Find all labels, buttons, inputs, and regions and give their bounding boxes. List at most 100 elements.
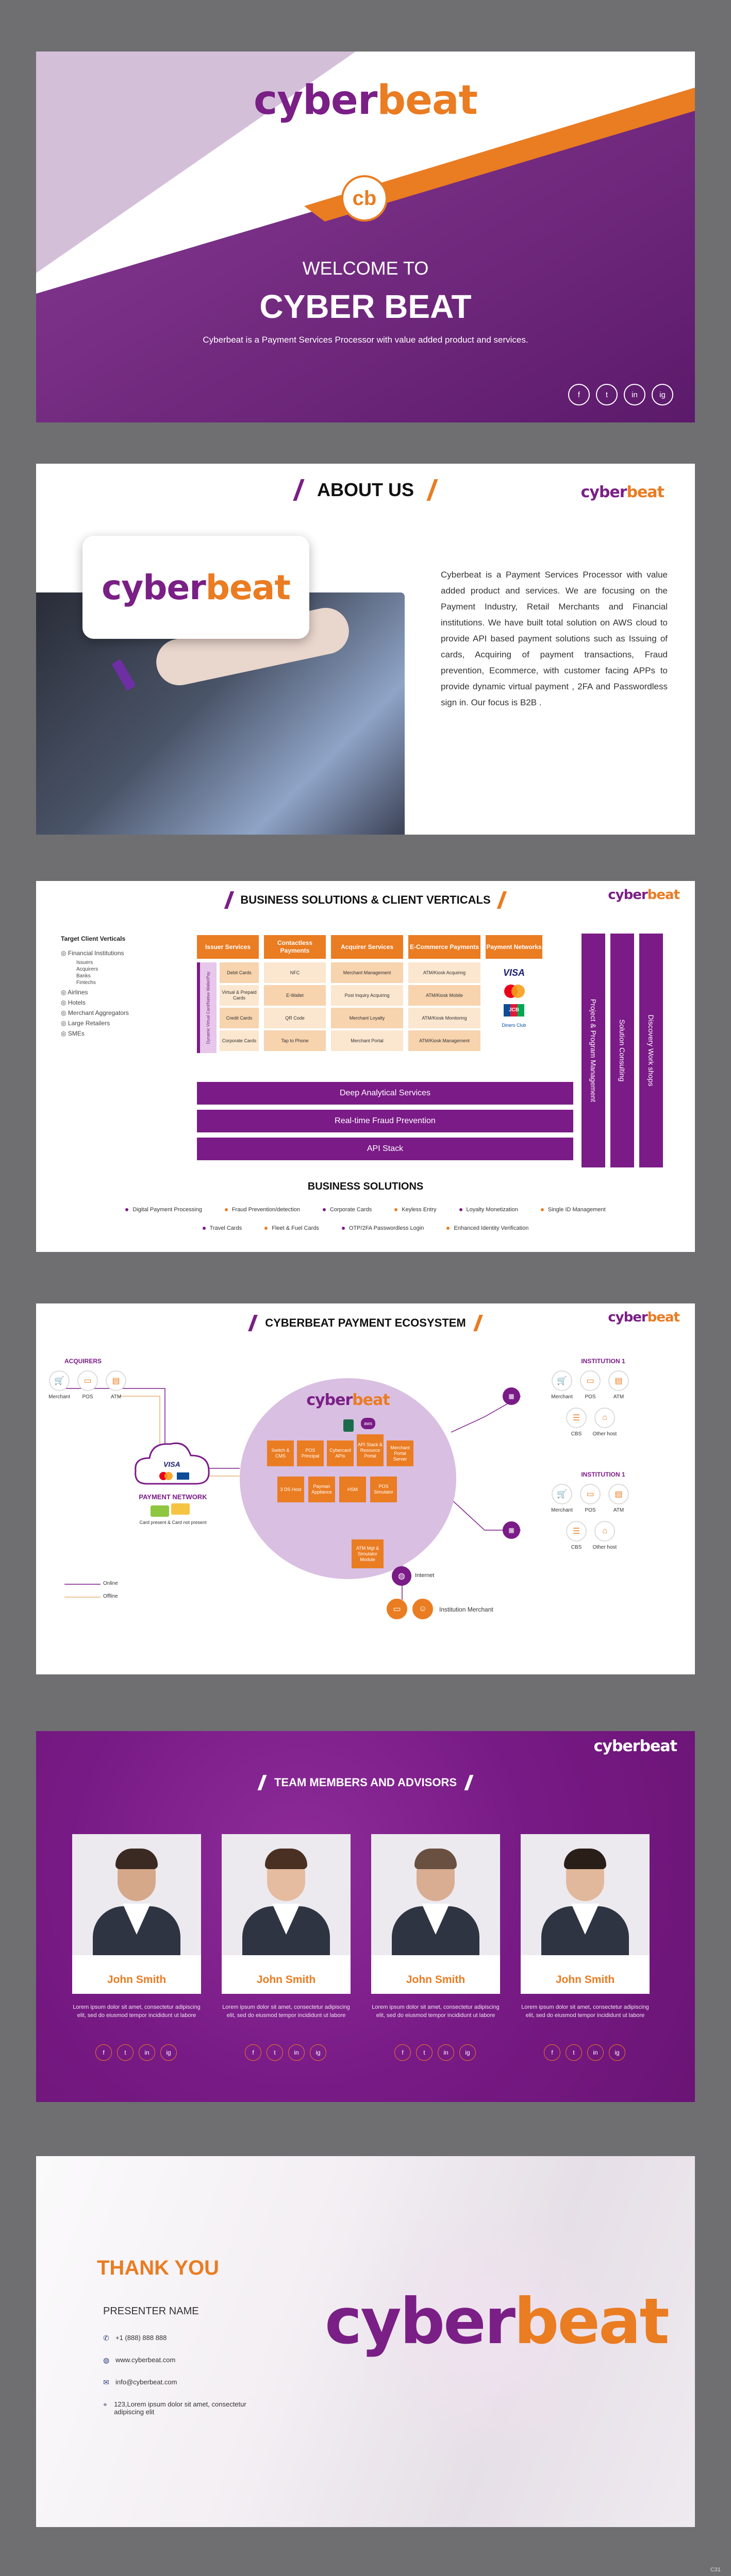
slide-team: cyberbeat TEAM MEMBERS AND ADVISORS John… — [36, 1731, 695, 2102]
laptop-icon: ▭ — [387, 1599, 407, 1619]
instagram-icon[interactable]: ig — [652, 384, 673, 405]
about-body: Cyberbeat is a Payment Services Processo… — [441, 570, 668, 707]
card-icon — [151, 1505, 169, 1517]
vertical-subitem: Acquirers — [76, 967, 98, 972]
instagram-icon[interactable]: ig — [609, 2044, 625, 2061]
facebook-icon[interactable]: f — [95, 2044, 112, 2061]
phone-icon: ✆ — [103, 2334, 109, 2342]
payment-networks: VISA JCB Diners Club — [486, 962, 542, 1053]
hero-title: CYBER BEAT — [259, 288, 472, 325]
institution-item-icon: ▭ — [580, 1484, 601, 1504]
slide-welcome: cyberbeat cb WELCOME TO CYBER BEAT Cyber… — [36, 52, 695, 422]
side-label-bar: Dynamic Virtual Card/Native Wallet/Pay — [197, 962, 217, 1053]
heading-slash-icon — [257, 1775, 267, 1790]
contact-address: ⌖123,Lorem ipsum dolor sit amet, consect… — [103, 2400, 246, 2416]
bs-item: Corporate Cards — [323, 1207, 372, 1213]
bs-item: Single ID Management — [541, 1207, 606, 1213]
institution-item-icon: 🛒 — [552, 1484, 572, 1504]
slide-thank-you: THANK YOU PRESENTER NAME ✆+1 (888) 888 8… — [36, 2156, 695, 2527]
presenter-name: PRESENTER NAME — [103, 2306, 199, 2317]
bs-item: Travel Cards — [203, 1225, 242, 1231]
facebook-icon[interactable]: f — [394, 2044, 411, 2061]
pos-icon: ▭ — [77, 1370, 98, 1391]
vertical-bar: Solution Consulting — [610, 934, 634, 1167]
member-name: John Smith — [256, 1973, 316, 1986]
linkedin-icon[interactable]: in — [587, 2044, 604, 2061]
twitter-icon[interactable]: t — [566, 2044, 582, 2061]
card-note: Card present & Card not present — [139, 1520, 207, 1525]
hair-shape — [414, 1849, 457, 1869]
column-header: Issuer Services — [197, 935, 259, 959]
fraud-band: Real-time Fraud Prevention — [197, 1110, 573, 1132]
linkedin-icon[interactable]: in — [624, 384, 645, 405]
member-photo — [222, 1834, 351, 1955]
vertical-subitem: Fintechs — [76, 980, 96, 986]
eco-heading: CYBERBEAT PAYMENT ECOSYSTEM — [36, 1315, 695, 1331]
member-description: Lorem ipsum dolor sit amet, consectetur … — [521, 2004, 649, 2019]
instagram-icon[interactable]: ig — [310, 2044, 326, 2061]
member-description: Lorem ipsum dolor sit amet, consectetur … — [372, 2004, 500, 2019]
twitter-icon[interactable]: t — [267, 2044, 283, 2061]
contact-email[interactable]: ✉info@cyberbeat.com — [103, 2378, 177, 2386]
institution-item-label: Merchant — [551, 1507, 573, 1513]
institution-item-label: POS — [585, 1507, 596, 1513]
institution-item-label: Other host — [592, 1431, 617, 1437]
visa-logo: VISA — [503, 968, 525, 978]
acq-item-label: ATM — [110, 1394, 122, 1400]
member-card: John Smith — [72, 1834, 201, 1994]
vertical-subitem: Banks — [76, 973, 91, 979]
jcb-logo: JCB — [504, 1004, 524, 1016]
bs-item: Keyless Entry — [394, 1207, 436, 1213]
page-number: C31 — [710, 2567, 721, 2573]
legend-online: Online — [103, 1581, 118, 1586]
slide-ecosystem: CYBERBEAT PAYMENT ECOSYSTEM cyberbeat AC… — [36, 1303, 695, 1674]
hero-background — [36, 52, 695, 422]
core-module: Switch & CMS — [267, 1440, 294, 1466]
grid-cell: Virtual & Prepaid Cards — [220, 985, 259, 1006]
linkedin-icon[interactable]: in — [288, 2044, 305, 2061]
heading-slash-icon — [426, 479, 439, 501]
linkedin-icon[interactable]: in — [139, 2044, 155, 2061]
instagram-icon[interactable]: ig — [459, 2044, 476, 2061]
acq-item-label: Merchant — [48, 1394, 70, 1400]
facebook-icon[interactable]: f — [544, 2044, 560, 2061]
member-name: John Smith — [406, 1973, 466, 1986]
institution-item-icon: 🛒 — [552, 1370, 572, 1391]
instagram-icon[interactable]: ig — [160, 2044, 177, 2061]
member-photo — [521, 1834, 650, 1955]
bs-item: Fleet & Fuel Cards — [264, 1225, 319, 1231]
server-icon — [343, 1419, 354, 1432]
core-module: Payman Appliance — [308, 1477, 335, 1502]
institution-item-label: CBS — [571, 1545, 582, 1550]
member-card: John Smith — [521, 1834, 650, 1994]
column-header: Contactless Payments — [264, 935, 326, 959]
twitter-icon[interactable]: t — [596, 384, 618, 405]
facebook-icon[interactable]: f — [568, 384, 590, 405]
bs-subtitle: BUSINESS SOLUTIONS — [307, 1181, 424, 1192]
globe-icon: ◍ — [392, 1566, 411, 1586]
core-logo: cyberbeat — [306, 1391, 390, 1409]
institution-item-label: CBS — [571, 1431, 582, 1437]
photo-overlay — [356, 2187, 624, 2476]
facebook-icon[interactable]: f — [245, 2044, 261, 2061]
twitter-icon[interactable]: t — [416, 2044, 433, 2061]
payment-network-label: PAYMENT NETWORK — [139, 1493, 207, 1501]
grid-cell: ATM/Kiosk Mobile — [408, 985, 480, 1006]
vertical-item: ◎ Merchant Aggregators — [61, 1009, 129, 1016]
twitter-icon[interactable]: t — [117, 2044, 134, 2061]
cloud-icon: VISA — [135, 1442, 210, 1485]
hero-subtitle: Cyberbeat is a Payment Services Processo… — [203, 335, 528, 345]
heading-slash-icon — [224, 891, 235, 909]
grid-cell: Debit Cards — [220, 962, 259, 983]
svg-text:VISA: VISA — [163, 1460, 180, 1468]
aws-icon: aws — [361, 1418, 376, 1429]
linkedin-icon[interactable]: in — [438, 2044, 454, 2061]
institution-item-icon: ▤ — [608, 1370, 629, 1391]
contact-web[interactable]: ◍www.cyberbeat.com — [103, 2356, 176, 2364]
institution-label: INSTITUTION 1 — [581, 1471, 625, 1478]
institution-item-icon: ▭ — [580, 1370, 601, 1391]
vertical-bar: Project & Program Management — [582, 934, 605, 1167]
core-module: ATM Mgt & Simulator Module — [352, 1539, 384, 1568]
